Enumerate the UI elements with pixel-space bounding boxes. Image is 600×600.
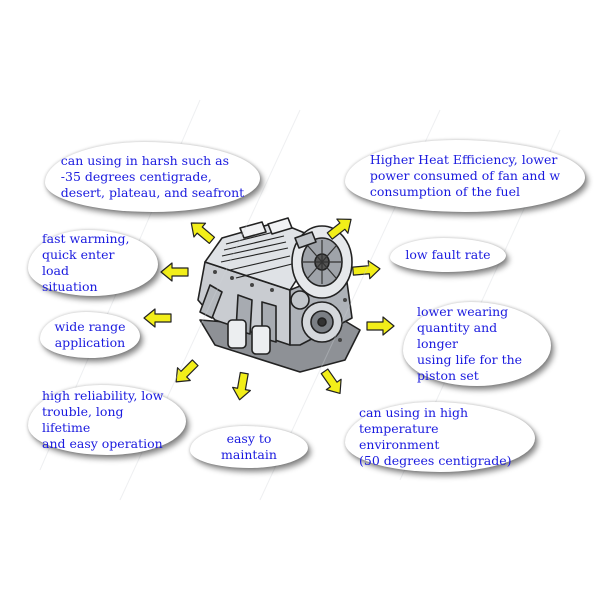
feature-fault-text: low fault rate [405,247,491,262]
feature-reliability-bubble: high reliability, low trouble, long life… [28,385,186,455]
feature-warming-bubble: fast warming, quick enter load situation [28,230,158,296]
feature-wide-bubble: wide range application [40,312,140,358]
feature-warming-text: fast warming, quick enter load situation [42,231,130,294]
arrow-icon-wearing [366,316,395,336]
engine-illustration [197,217,361,373]
feature-fault-bubble: low fault rate [390,238,506,272]
feature-heat-text: Higher Heat Efficiency, lower power cons… [369,152,561,199]
feature-harsh-text: can using in harsh such as -35 degrees c… [60,153,245,200]
feature-maintain-bubble: easy to maintain [190,426,308,468]
feature-maintain-text: easy to maintain [221,431,277,462]
feature-reliability-text: high reliability, low trouble, long life… [42,388,164,451]
feature-hightemp-bubble: can using in high temperature environmen… [345,402,535,472]
feature-wearing-bubble: lower wearing quantity and longer using … [403,302,551,386]
arrow-icon-fault [351,259,382,281]
arrow-icon-harsh [184,215,219,248]
feature-wide-text: wide range application [54,319,126,350]
feature-heat-bubble: Higher Heat Efficiency, lower power cons… [345,140,585,212]
arrow-icon-reliability [169,355,203,389]
feature-harsh-bubble: can using in harsh such as -35 degrees c… [45,142,260,212]
arrow-icon-hightemp [316,365,349,400]
feature-hightemp-text: can using in high temperature environmen… [359,405,512,468]
arrow-icon-maintain [230,371,254,402]
feature-wearing-text: lower wearing quantity and longer using … [417,304,523,383]
arrow-icon-wide [143,308,172,328]
arrow-icon-warming [160,262,189,282]
